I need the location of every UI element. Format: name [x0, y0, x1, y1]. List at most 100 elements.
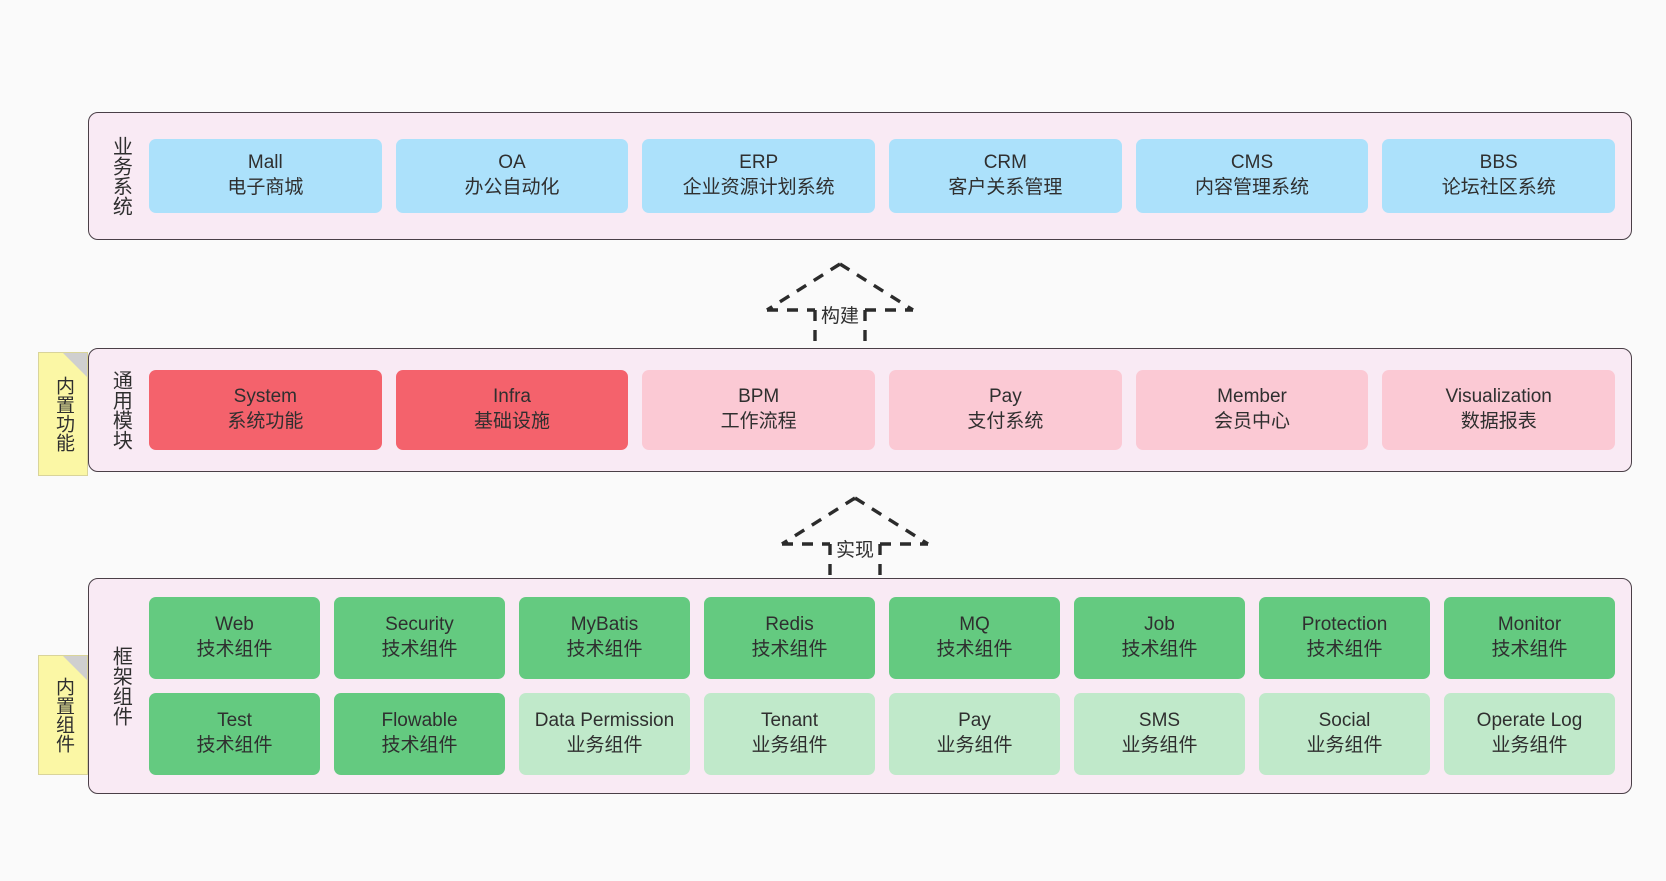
- connector-build: 构建: [755, 258, 925, 354]
- box-redis-name: Redis: [765, 614, 814, 636]
- layer-framework-components-row-biz: Test 技术组件 Flowable 技术组件 Data Permission …: [149, 693, 1615, 775]
- box-operate-log-desc: 业务组件: [1491, 735, 1568, 756]
- box-system[interactable]: System 系统功能: [149, 370, 382, 450]
- layer-business-systems-title: 业务系统: [109, 136, 132, 216]
- box-oa-name: OA: [498, 152, 526, 174]
- box-cms-name: CMS: [1230, 152, 1274, 174]
- box-operate-log[interactable]: Operate Log 业务组件: [1444, 693, 1615, 775]
- box-sms-desc: 业务组件: [1121, 735, 1198, 756]
- sticky-fold-icon: [63, 353, 87, 377]
- box-pay-module-desc: 支付系统: [967, 411, 1044, 432]
- box-crm[interactable]: CRM 客户关系管理: [889, 139, 1122, 213]
- box-cms[interactable]: CMS 内容管理系统: [1135, 139, 1369, 213]
- box-bbs-desc: 论坛社区系统: [1441, 177, 1556, 198]
- box-flowable-name: Flowable: [381, 710, 458, 732]
- box-test[interactable]: Test 技术组件: [149, 693, 320, 775]
- box-redis-desc: 技术组件: [751, 639, 828, 660]
- box-bpm[interactable]: BPM 工作流程: [642, 370, 876, 450]
- box-member-desc: 会员中心: [1214, 411, 1291, 432]
- box-operate-log-name: Operate Log: [1476, 710, 1583, 732]
- box-protection-name: Protection: [1301, 614, 1388, 636]
- layer-business-systems: 业务系统 Mall 电子商城 OA 办公自动化 ERP 企业资源计划系统 CRM…: [88, 112, 1632, 240]
- box-tenant[interactable]: Tenant 业务组件: [704, 693, 875, 775]
- box-web-name: Web: [215, 614, 254, 636]
- box-infra-desc: 基础设施: [474, 411, 551, 432]
- box-flowable[interactable]: Flowable 技术组件: [334, 693, 505, 775]
- layer-framework-components: 框架组件 Web 技术组件 Security 技术组件 MyBatis 技术组件…: [88, 578, 1632, 794]
- box-security[interactable]: Security 技术组件: [334, 597, 505, 679]
- box-oa-desc: 办公自动化: [464, 177, 560, 198]
- box-web[interactable]: Web 技术组件: [149, 597, 320, 679]
- box-security-name: Security: [385, 614, 454, 636]
- box-oa[interactable]: OA 办公自动化: [395, 139, 629, 213]
- layer-business-systems-row: Mall 电子商城 OA 办公自动化 ERP 企业资源计划系统 CRM 客户关系…: [149, 139, 1616, 213]
- layer-business-systems-body: Mall 电子商城 OA 办公自动化 ERP 企业资源计划系统 CRM 客户关系…: [139, 113, 1631, 239]
- sticky-note-builtin-components-label: 内置组件: [53, 677, 75, 753]
- box-pay-component-desc: 业务组件: [936, 735, 1013, 756]
- box-visualization-name: Visualization: [1445, 386, 1552, 408]
- dashed-hollow-arrow-up-icon: [766, 262, 914, 354]
- box-erp-desc: 企业资源计划系统: [682, 177, 835, 198]
- box-social-name: Social: [1318, 710, 1371, 732]
- box-infra-name: Infra: [492, 386, 532, 408]
- box-mall-name: Mall: [247, 152, 283, 174]
- box-mq[interactable]: MQ 技术组件: [889, 597, 1060, 679]
- box-job-desc: 技术组件: [1121, 639, 1198, 660]
- box-data-permission-name: Data Permission: [534, 710, 675, 732]
- box-mall[interactable]: Mall 电子商城: [149, 139, 382, 213]
- box-job[interactable]: Job 技术组件: [1074, 597, 1245, 679]
- box-test-desc: 技术组件: [196, 735, 273, 756]
- box-system-desc: 系统功能: [227, 411, 304, 432]
- box-cms-desc: 内容管理系统: [1195, 177, 1310, 198]
- box-data-permission-desc: 业务组件: [566, 735, 643, 756]
- box-mq-name: MQ: [959, 614, 990, 636]
- box-system-name: System: [233, 386, 298, 408]
- connector-implement-label: 实现: [833, 535, 877, 562]
- dashed-hollow-arrow-up-icon: [781, 496, 929, 588]
- box-mall-desc: 电子商城: [227, 177, 304, 198]
- connector-implement: 实现: [770, 492, 940, 588]
- box-sms[interactable]: SMS 业务组件: [1074, 693, 1245, 775]
- sticky-fold-icon: [63, 656, 87, 680]
- box-member[interactable]: Member 会员中心: [1135, 370, 1369, 450]
- layer-framework-components-title: 框架组件: [109, 646, 132, 726]
- box-mybatis[interactable]: MyBatis 技术组件: [519, 597, 690, 679]
- box-sms-name: SMS: [1138, 710, 1181, 732]
- box-tenant-desc: 业务组件: [751, 735, 828, 756]
- box-pay-component-name: Pay: [958, 710, 991, 732]
- box-web-desc: 技术组件: [196, 639, 273, 660]
- box-test-name: Test: [217, 710, 252, 732]
- sticky-note-builtin-features-label: 内置功能: [53, 376, 75, 452]
- layer-framework-components-row-tech: Web 技术组件 Security 技术组件 MyBatis 技术组件 Redi…: [149, 597, 1615, 679]
- box-tenant-name: Tenant: [760, 710, 819, 732]
- box-protection[interactable]: Protection 技术组件: [1259, 597, 1430, 679]
- box-bbs[interactable]: BBS 论坛社区系统: [1382, 139, 1616, 213]
- box-pay-module-name: Pay: [988, 386, 1022, 408]
- box-protection-desc: 技术组件: [1306, 639, 1383, 660]
- box-erp[interactable]: ERP 企业资源计划系统: [642, 139, 876, 213]
- connector-build-label: 构建: [818, 301, 862, 328]
- layer-common-modules-title: 通用模块: [109, 370, 132, 450]
- sticky-note-builtin-components: 内置组件: [38, 655, 88, 775]
- box-data-permission[interactable]: Data Permission 业务组件: [519, 693, 690, 775]
- layer-common-modules-row: System 系统功能 Infra 基础设施 BPM 工作流程 Pay 支付系统…: [149, 370, 1616, 450]
- box-mybatis-name: MyBatis: [570, 614, 639, 636]
- box-job-name: Job: [1144, 614, 1175, 636]
- box-crm-desc: 客户关系管理: [948, 177, 1063, 198]
- box-bbs-name: BBS: [1479, 152, 1518, 174]
- box-mybatis-desc: 技术组件: [566, 639, 643, 660]
- box-crm-name: CRM: [983, 152, 1027, 174]
- box-monitor-desc: 技术组件: [1491, 639, 1568, 660]
- box-social[interactable]: Social 业务组件: [1259, 693, 1430, 775]
- box-member-name: Member: [1217, 386, 1287, 408]
- box-visualization[interactable]: Visualization 数据报表: [1382, 370, 1616, 450]
- box-mq-desc: 技术组件: [936, 639, 1013, 660]
- box-redis[interactable]: Redis 技术组件: [704, 597, 875, 679]
- box-infra[interactable]: Infra 基础设施: [395, 370, 629, 450]
- box-erp-name: ERP: [739, 152, 779, 174]
- box-security-desc: 技术组件: [381, 639, 458, 660]
- box-pay-module[interactable]: Pay 支付系统: [889, 370, 1122, 450]
- layer-framework-components-body: Web 技术组件 Security 技术组件 MyBatis 技术组件 Redi…: [139, 579, 1631, 793]
- box-pay-component[interactable]: Pay 业务组件: [889, 693, 1060, 775]
- box-monitor[interactable]: Monitor 技术组件: [1444, 597, 1615, 679]
